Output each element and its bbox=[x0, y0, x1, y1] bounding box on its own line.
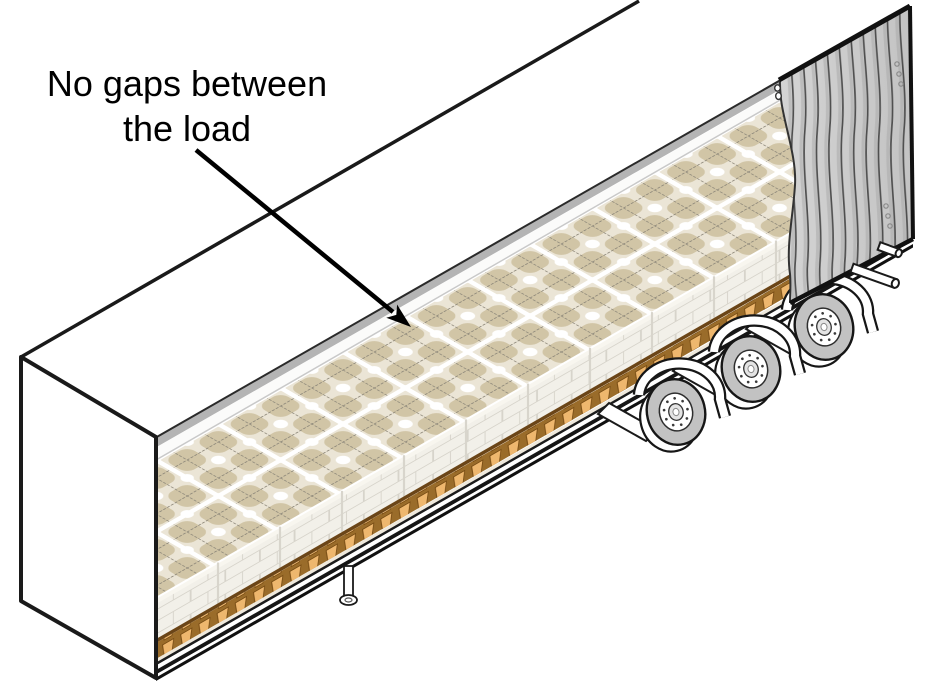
landing-gear bbox=[339, 565, 358, 606]
cant-rail-band bbox=[155, 6, 910, 448]
curtain-hook bbox=[774, 84, 783, 101]
axle-1 bbox=[596, 364, 725, 460]
stack-joints bbox=[216, 240, 778, 604]
rear-pipe-stub bbox=[876, 240, 903, 259]
pallet-blocks-band bbox=[156, 269, 807, 659]
curtain-left-edge bbox=[778, 78, 797, 304]
load-top-far-edge bbox=[155, 83, 809, 461]
rear-guard-pipes bbox=[849, 240, 903, 289]
sheet-overhang-strip bbox=[156, 224, 806, 604]
annotation-arrow-head bbox=[386, 304, 411, 327]
annotation-line1: No gaps between bbox=[47, 63, 327, 104]
curtain-folds bbox=[779, 6, 913, 303]
annotation-arrow-line bbox=[194, 148, 395, 314]
inner-wall-strip bbox=[155, 91, 779, 461]
curtain-right-edge bbox=[908, 5, 915, 240]
rear-pipe-long bbox=[849, 262, 900, 289]
landing-gear-foot-center bbox=[344, 597, 353, 603]
load-top-surface bbox=[156, 84, 808, 598]
annotation: No gaps between the load bbox=[47, 63, 411, 327]
pallet-deck-edge bbox=[156, 265, 806, 643]
rear-curtain bbox=[774, 3, 915, 305]
brick-pack-faces bbox=[156, 224, 806, 639]
roof-far-edge bbox=[20, 0, 640, 359]
front-bulkhead bbox=[19, 355, 158, 680]
floor-stripe-black1 bbox=[156, 236, 913, 675]
annotation-line2: the load bbox=[123, 108, 251, 149]
curtain-top-rail bbox=[777, 3, 912, 83]
load-top-near-edge bbox=[155, 223, 807, 599]
curtain-buckles bbox=[883, 61, 904, 229]
